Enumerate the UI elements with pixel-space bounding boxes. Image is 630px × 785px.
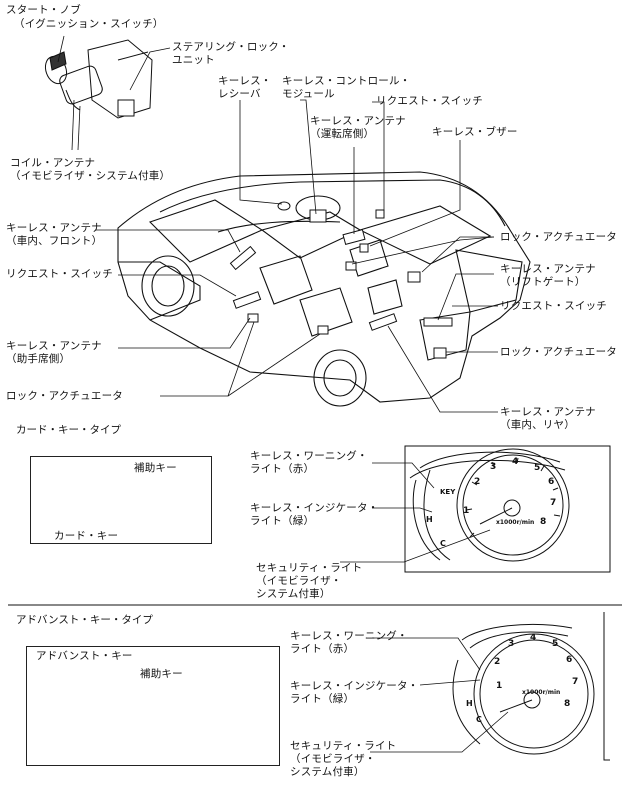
advanced-cluster-temp-cold: C [476,715,482,724]
vehicle-components [229,201,453,359]
label-card-indicator-light: キーレス・インジケータ・ ライト（緑） [250,502,379,527]
leader-lines-vehicle [96,99,498,413]
card-section-title: カード・キー・タイプ [16,424,121,436]
label-keyless-antenna-liftgate: キーレス・アンテナ （リフトゲート） [500,263,596,288]
advanced-section-title: アドバンスト・キー・タイプ [16,614,153,626]
advanced-instrument-cluster [452,623,595,755]
card-instrument-cluster [409,448,570,562]
advanced-tach-number: 6 [566,655,572,665]
advanced-tach-number: 8 [564,699,570,709]
ignition-steering-illustration [44,39,153,119]
card-tach-number: 4 [512,457,518,467]
label-ignition-switch: （イグニッション・スイッチ） [14,18,164,30]
advanced-cluster-leaders [370,637,509,753]
card-tach-number: 5 [534,463,540,473]
card-tach-number: 7 [550,498,556,508]
advanced-cluster-rpm-unit: x1000r/min [522,689,560,696]
label-advanced-security-light: セキュリティ・ライト （イモビライザ・ システム付車） [290,740,397,778]
advanced-tach-number: 3 [508,639,514,649]
label-advanced-aux-key: 補助キー [140,668,183,680]
label-keyless-antenna-passenger: キーレス・アンテナ （助手席側） [6,340,102,365]
card-cluster-ticks [465,457,561,538]
label-start-knob: スタート・ノブ [6,4,81,16]
label-keyless-antenna-rear: キーレス・アンテナ （車内、リヤ） [500,406,596,431]
card-tach-numbers: 1 2 3 4 5 6 7 8 [463,457,556,527]
card-tach-number: 8 [540,517,546,527]
label-advanced-indicator-light: キーレス・インジケータ・ ライト（緑） [290,680,419,705]
label-keyless-control-module: キーレス・コントロール・ モジュール [282,75,411,100]
label-lock-actuator-right-top: ロック・アクチュエータ [500,231,617,243]
label-lock-actuator-right-bottom: ロック・アクチュエータ [500,346,617,358]
advanced-tach-numbers: 1 2 3 4 5 6 7 8 [494,633,578,709]
label-card-aux-key: 補助キー [134,462,177,474]
label-card-warning-light: キーレス・ワーニング・ ライト（赤） [250,450,368,475]
card-tach-number: 6 [548,477,554,487]
card-cluster-leaders [340,462,491,563]
card-tach-number: 2 [474,477,480,487]
card-cluster-key-text: KEY [440,488,456,496]
card-tach-number: 3 [490,462,496,472]
advanced-key-box [26,646,280,766]
label-card-key: カード・キー [54,530,119,542]
advanced-tach-number: 7 [572,677,578,687]
label-request-switch-top: リクエスト・スイッチ [376,95,483,107]
label-request-switch-left: リクエスト・スイッチ [6,268,113,280]
card-cluster-temp-hot: H [426,515,433,524]
card-cluster-rpm-unit: x1000r/min [496,519,534,526]
label-request-switch-right: リクエスト・スイッチ [500,300,607,312]
card-key-box [30,456,212,544]
label-advanced-key: アドバンスト・キー [36,650,133,662]
label-steering-lock: ステアリング・ロック・ ユニット [172,41,290,66]
label-advanced-warning-light: キーレス・ワーニング・ ライト（赤） [290,630,408,655]
advanced-cluster-temp-hot: H [466,699,473,708]
advanced-tach-number: 4 [530,633,536,643]
label-keyless-antenna-driver: キーレス・アンテナ （運転席側） [310,115,406,140]
label-keyless-receiver: キーレス・ レシーバ [218,75,272,100]
label-keyless-antenna-front: キーレス・アンテナ （車内、フロント） [6,222,103,247]
label-coil-antenna: コイル・アンテナ （イモビライザ・システム付車） [10,157,171,182]
advanced-tach-number: 1 [496,681,502,691]
advanced-tach-number: 5 [552,639,558,649]
label-lock-actuator-left: ロック・アクチュエータ [6,390,123,402]
card-cluster-temp-cold: C [440,539,446,548]
leader-lines-top-left [57,35,171,151]
vehicle-illustration [117,171,531,407]
label-card-security-light: セキュリティ・ライト （イモビライザ・ システム付車） [256,562,363,600]
card-cluster-frame [404,445,611,573]
advanced-cluster-edge [603,612,610,761]
advanced-tach-number: 2 [494,657,500,667]
label-keyless-buzzer: キーレス・ブザー [432,126,518,138]
card-tach-number: 1 [463,506,469,516]
